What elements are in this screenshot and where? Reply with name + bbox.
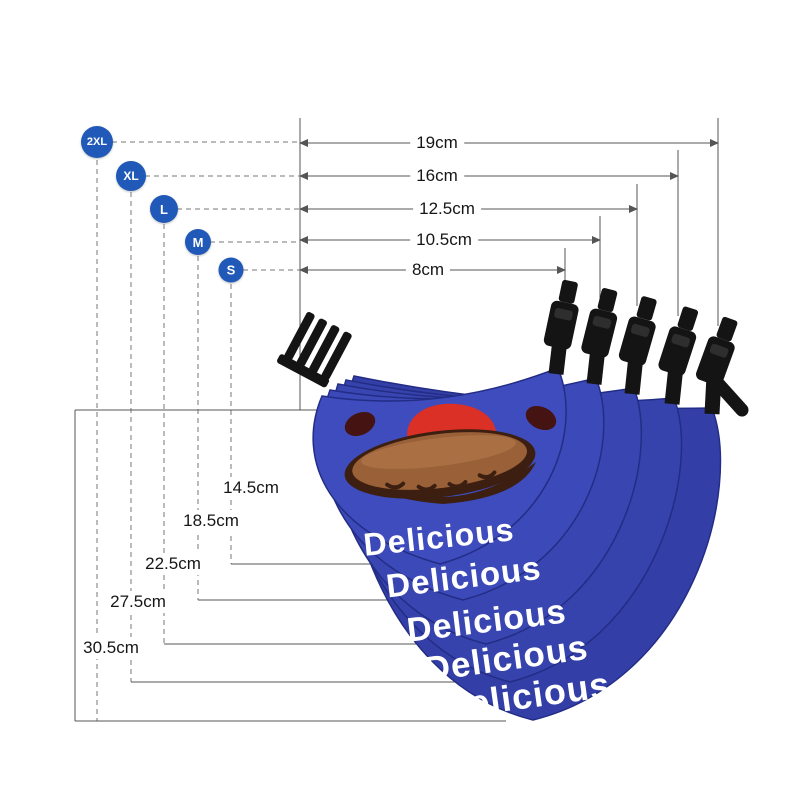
height-label-xl: 27.5cm <box>104 591 172 613</box>
size-badge-s-label: S <box>226 262 236 278</box>
height-label-l: 22.5cm <box>139 553 207 575</box>
buckle-icon-l <box>618 296 657 366</box>
width-label-2xl: 19cm <box>410 132 464 154</box>
size-badge-s: S <box>218 257 244 283</box>
size-badge-l: L <box>150 195 178 223</box>
badge-connector-lines <box>112 141 300 271</box>
width-label-s: 8cm <box>405 259 451 281</box>
width-label-l: 12.5cm <box>413 198 481 220</box>
height-label-2xl: 30.5cm <box>77 637 145 659</box>
size-badge-l-label: L <box>160 201 168 217</box>
size-badge-2xl: 2XL <box>81 126 113 158</box>
buckles <box>543 279 738 386</box>
vertical-extension-lines <box>299 118 719 410</box>
size-badge-m-label: M <box>192 234 204 250</box>
bib-s: Delicious <box>277 312 568 565</box>
height-label-m: 18.5cm <box>177 510 245 532</box>
left-ear-shape <box>344 411 376 437</box>
buckle-icon-2xl <box>696 316 738 386</box>
height-label-s: 14.5cm <box>217 477 285 499</box>
size-badge-xl: XL <box>116 161 146 191</box>
width-label-m: 10.5cm <box>410 229 478 251</box>
buckle-icon-m <box>581 288 618 358</box>
right-ear-shape <box>525 405 557 431</box>
width-dimension-lines <box>299 139 719 274</box>
buckle-icon-s <box>543 279 579 350</box>
size-badge-m: M <box>185 229 211 255</box>
sausage-illustration <box>344 403 557 504</box>
buckle-icon-xl <box>658 306 699 376</box>
left-strap-adjuster <box>277 312 352 388</box>
width-label-xl: 16cm <box>410 165 464 187</box>
sausage-body <box>344 429 536 499</box>
size-badge-2xl-label: 2XL <box>86 136 108 148</box>
size-badge-xl-label: XL <box>123 169 139 183</box>
